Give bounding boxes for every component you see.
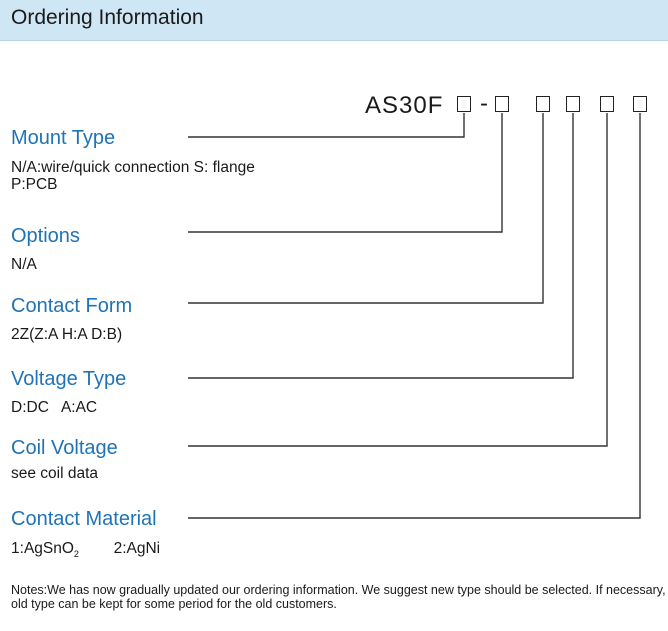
section-text-contact-form: 2Z(Z:A H:A D:B) (11, 326, 123, 343)
section-text-mount-type: N/A:wire/quick connection S: flange P:PC… (11, 159, 255, 193)
notes-text: Notes:We has now gradually updated our o… (11, 583, 666, 611)
code-box-contact-material (633, 96, 647, 112)
connector-options (188, 113, 503, 233)
connector-coil-voltage (188, 113, 608, 447)
mount-type-line-1: N/A:wire/quick connection S: flange (11, 159, 255, 176)
code-separator: - (480, 90, 488, 117)
section-title-voltage-type: Voltage Type (11, 368, 127, 390)
code-box-contact-form (536, 96, 550, 112)
section-title-mount-type: Mount Type (11, 127, 116, 149)
connector-mount-type (188, 113, 465, 138)
section-title-options: Options (11, 225, 80, 247)
connector-contact-material (188, 113, 641, 519)
page-title: Ordering Information (11, 6, 204, 29)
section-text-options: N/A (11, 256, 37, 273)
section-title-contact-material: Contact Material (11, 508, 157, 530)
section-text-voltage-type: D:DC A:AC (11, 399, 98, 416)
section-title-coil-voltage: Coil Voltage (11, 437, 118, 459)
code-box-coil-voltage (600, 96, 614, 112)
material-option-2: 2:AgNi (113, 540, 161, 557)
code-box-options (495, 96, 509, 112)
section-title-contact-form: Contact Form (11, 295, 133, 317)
connector-contact-form (188, 113, 544, 304)
connector-voltage-type (188, 113, 574, 379)
mount-type-line-2: P:PCB (11, 176, 58, 193)
code-box-mount-type (457, 96, 471, 112)
section-text-contact-material: 1:AgSnO2 2:AgNi (11, 540, 160, 563)
code-box-voltage-type (566, 96, 580, 112)
header-bar: Ordering Information (0, 0, 668, 41)
section-text-coil-voltage: see coil data (11, 465, 99, 482)
part-code-prefix: AS30F (365, 92, 444, 119)
material-option-1: 1:AgSnO2 (11, 540, 79, 560)
